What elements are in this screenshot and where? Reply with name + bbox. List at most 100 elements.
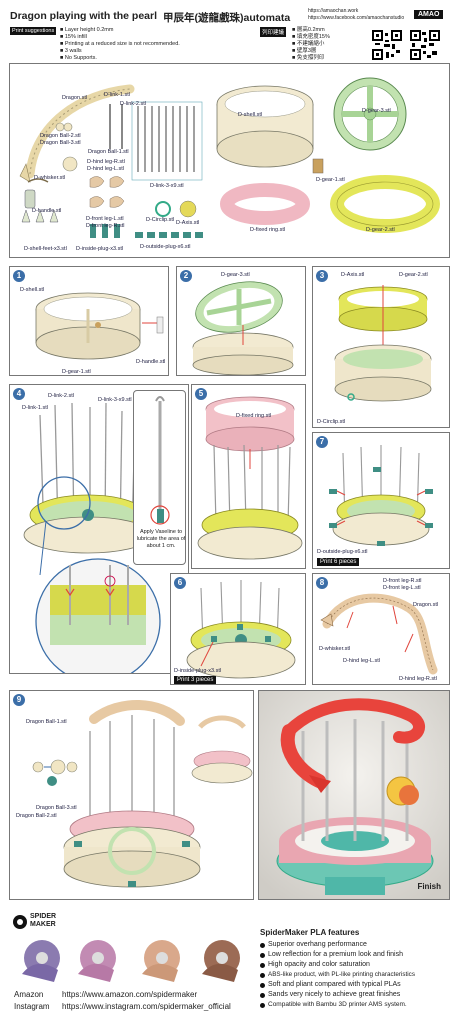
step-8-label-whisker: D-whisker.stl: [319, 646, 351, 652]
part-label-d-handle: D-handle.stl: [32, 208, 62, 214]
amao-logo: AMAO: [414, 10, 444, 19]
step-1-label-handle: D-handle.stl: [136, 359, 166, 365]
part-label-d-fixed-ring: D-fixed ring.stl: [250, 227, 286, 233]
ps-zh-item: ■ 填充密度15%: [292, 34, 330, 40]
part-label-d-front-leg-r: D-front leg-R.stl: [86, 223, 125, 229]
ps-item: ■ No Supports.: [60, 55, 97, 61]
step-8-label-front-leg-r: D-front leg-R.stl: [383, 578, 422, 584]
finish-photo: Finish: [258, 690, 450, 900]
part-label-dragon-ball-1: Dragon Ball-1.stl: [88, 149, 129, 155]
part-label-d-shell-feet: D-shell-feet-x3.stl: [24, 246, 67, 252]
step-6-label-inside-plug: D-inside-plug-x3.stl: [174, 668, 222, 674]
part-label-d-gear-2: D-gear-2.stl: [366, 227, 395, 233]
title-zh: 甲辰年(遊龍戲珠)automata: [163, 12, 291, 24]
ps-zh-item: ■ 免支撐列印: [292, 55, 325, 61]
feature-item: Sands very nicely to achieve great finis…: [260, 990, 455, 1000]
part-label-d-hind-leg-r: D-hind leg-R.stl: [87, 159, 125, 165]
step-7-print-badge: Print 6 pieces: [317, 558, 360, 566]
step-9-label-ball-1: Dragon Ball-1.stl: [26, 719, 67, 725]
step-number: 1: [13, 270, 25, 282]
step-8-label-hind-leg-l: D-hind leg-L.stl: [343, 658, 380, 664]
step-7-label-outside-plug: D-outside-plug-x6.stl: [317, 549, 368, 555]
part-label-d-link-1: D-link-1.stl: [104, 92, 130, 98]
step-4-illustration: [23, 402, 161, 673]
print-suggestions-zh-label: 列印建議: [260, 27, 287, 37]
step-number: 9: [13, 694, 25, 706]
ps-item: ■ Layer height 0.2mm: [60, 27, 114, 33]
step-4-label-link-3: D-link-3-x9.stl: [98, 397, 132, 403]
step-2-label-gear-3: D-gear-3.stl: [221, 272, 250, 278]
parts-panel: Dragon.stl D-link-1.stl D-link-2.stl Dra…: [9, 63, 450, 258]
step-1-label-shell: D-shell.stl: [20, 287, 45, 293]
step-number: 8: [316, 577, 328, 589]
step-7-panel: 7 D-outside-plug-x6.stl Print 6 pieces: [312, 432, 450, 569]
finish-render: [259, 691, 449, 899]
step-4-link-detail: [150, 396, 170, 525]
qr-code-icon[interactable]: [410, 30, 440, 60]
ps-item: ■ Printing at a reduced size is not reco…: [60, 41, 180, 47]
feature-item: Low reflection for a premium look and fi…: [260, 950, 455, 960]
footer: SPIDER MAKER Amazon https://www.amazon.c…: [0, 904, 458, 1023]
step-8-label-front-leg-l: D-front leg-L.stl: [383, 585, 421, 591]
step-1-label-gear-1: D-gear-1.stl: [62, 369, 91, 375]
part-label-dragon-ball-2: Dragon Ball-2.stl: [40, 133, 81, 139]
amazon-label: Amazon: [14, 990, 44, 999]
step-9-label-ball-2: Dragon Ball-2.stl: [16, 813, 57, 819]
part-label-d-axis: D-Axis.stl: [176, 220, 200, 226]
features-title: SpiderMaker PLA features: [260, 928, 360, 937]
vaseline-note: Apply Vaseline to lubricate the area of …: [136, 529, 186, 549]
spider-icon: [13, 915, 27, 929]
part-label-dragon-ball-3: Dragon Ball-3.stl: [40, 140, 81, 146]
features-list: Superior overhang performance Low reflec…: [260, 940, 455, 1010]
feature-item: Compatible with Bambu 3D printer AMS sys…: [260, 1000, 455, 1010]
step-8-label-hind-leg-r: D-hind leg-R.stl: [399, 676, 437, 682]
part-label-d-whisker: D-whisker.stl: [34, 175, 66, 181]
finish-label: Finish: [417, 882, 441, 891]
step-9-illustration: [32, 699, 253, 888]
step-3-label-circlip: D-Circlip.stl: [317, 419, 346, 425]
url-website[interactable]: https://amaochan.work: [308, 8, 359, 14]
part-label-d-hind-leg-l: D-hind leg-L.stl: [87, 166, 124, 172]
title-en: Dragon playing with the pearl: [10, 10, 158, 22]
step-3-illustration: [334, 285, 432, 402]
step-1-illustration: [35, 292, 164, 360]
step-9-panel: 9 Dragon Ball-1.stl Dragon Ball-3.stl Dr…: [9, 690, 254, 900]
step-8-label-dragon: Dragon.stl: [413, 602, 439, 608]
spidermaker-logo: SPIDER MAKER: [12, 912, 56, 934]
part-label-d-gear-1: D-gear-1.stl: [316, 177, 345, 183]
url-facebook[interactable]: https://www.facebook.com/amaochanstudio: [308, 15, 405, 21]
feature-item: ABS-like product, with PL-like printing …: [260, 970, 455, 980]
part-label-d-link-3: D-link-3-x9.stl: [150, 183, 184, 189]
part-label-d-link-2: D-link-2.stl: [120, 101, 146, 107]
instagram-url[interactable]: https://www.instagram.com/spidermaker_of…: [62, 1002, 231, 1011]
step-2-panel: 2 D-gear-3.stl: [176, 266, 306, 376]
qr-code-icon[interactable]: [372, 30, 402, 60]
part-label-d-shell: D-shell.stl: [238, 112, 263, 118]
ps-zh-list: ■ 層高0.2mm ■ 填充密度15% ■ 不建議縮小 ■ 壁厚3層 ■ 免支撐…: [292, 27, 330, 62]
step-number: 5: [195, 388, 207, 400]
step-5-label-fixed-ring: D-fixed ring.stl: [236, 413, 272, 419]
feature-item: Soft and pliant compared with typical PL…: [260, 980, 455, 990]
step-4-vaseline-panel: Apply Vaseline to lubricate the area of …: [133, 390, 186, 565]
ps-zh-item: ■ 壁厚3層: [292, 48, 317, 54]
ps-zh-item: ■ 不建議縮小: [292, 41, 325, 47]
part-label-d-gear-3: D-gear-3.stl: [362, 108, 391, 114]
step-7-illustration: [329, 445, 433, 546]
ps-zh-item: ■ 層高0.2mm: [292, 27, 325, 33]
amazon-url[interactable]: https://www.amazon.com/spidermaker: [62, 990, 198, 999]
step-number: 4: [13, 388, 25, 400]
brand-line-1: SPIDER: [30, 913, 57, 920]
step-8-panel: 8 D-front leg-R.stl D-front leg-L.stl Dr…: [312, 573, 450, 685]
step-6-illustration: [186, 580, 296, 679]
ps-item: ■ 15% infill: [60, 34, 87, 40]
step-number: 7: [316, 436, 328, 448]
ps-item: ■ 3 walls: [60, 48, 82, 54]
feature-item: High opacity and color saturation: [260, 960, 455, 970]
step-5-panel: 5 D-fixed ring.stl: [191, 384, 306, 569]
print-suggestions-label: Print suggestions: [10, 27, 57, 35]
part-label-d-inside-plug: D-inside-plug-x3.stl: [76, 246, 124, 252]
step-6-panel: 6 D-inside-plug-x3.stl Print 3 pieces: [170, 573, 306, 685]
step-6-print-badge: Print 3 pieces: [174, 676, 217, 684]
part-label-d-circlip: D-Circlip.stl: [146, 217, 175, 223]
step-2-illustration: [192, 281, 294, 375]
